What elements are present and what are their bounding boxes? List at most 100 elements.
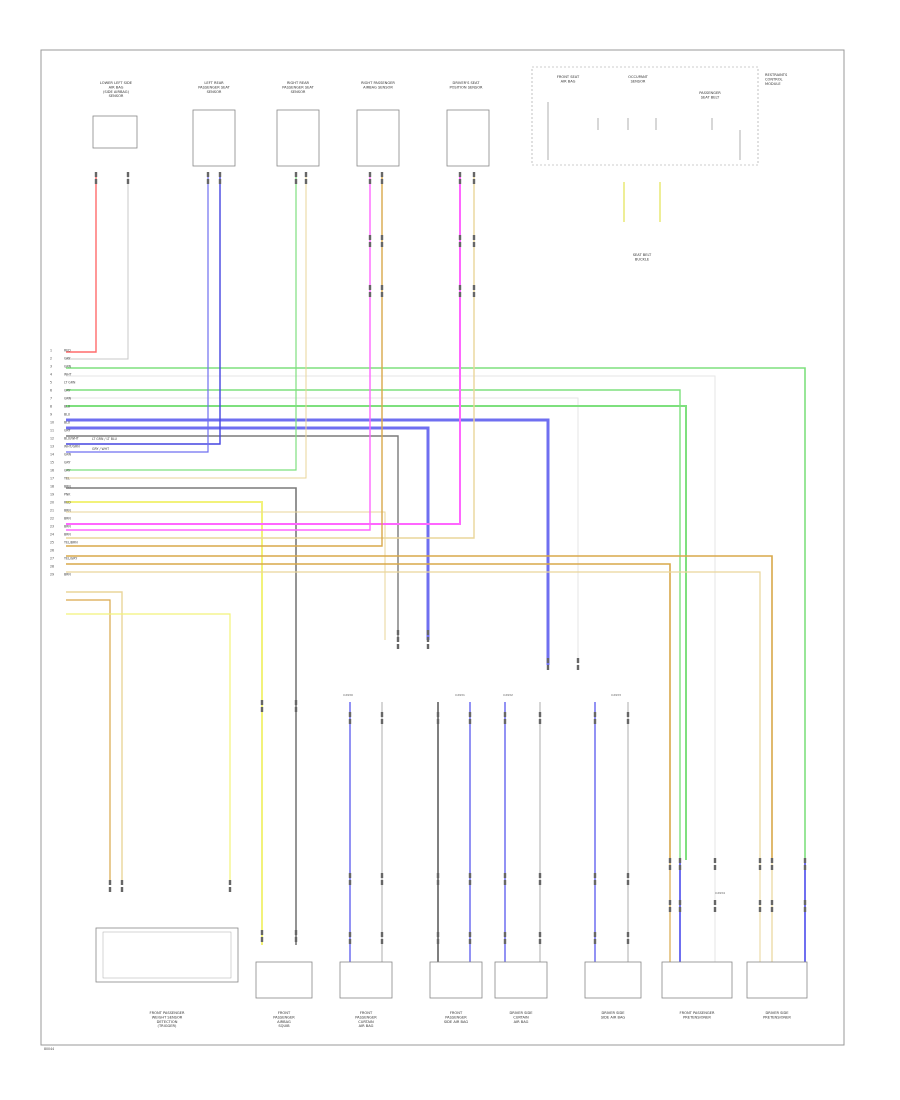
connector-pin (436, 873, 440, 878)
wire (66, 176, 297, 471)
connector-pin (472, 235, 476, 240)
wire (66, 487, 297, 945)
bottom-component-label-line: DRIVER SIDE (509, 1011, 533, 1015)
pin-color-label: WHT/GRN (64, 445, 80, 449)
connector-pin (593, 873, 597, 878)
wire (66, 591, 123, 880)
airbag-box (339, 961, 393, 999)
connector-pin (380, 873, 384, 878)
component-boxes (92, 109, 808, 999)
connector-label: C2933 (611, 693, 621, 697)
bottom-component-label-line: PRETENSIONER (763, 1015, 791, 1019)
airbag-box (584, 961, 642, 999)
connector-pin (126, 179, 130, 184)
connector-pin (348, 712, 352, 717)
connector-pin (503, 719, 507, 724)
pin-number: 4 (50, 373, 52, 377)
connector-pin (368, 235, 372, 240)
footer-code: 80044 (44, 1047, 54, 1051)
airbag-box (746, 961, 808, 999)
connector-pin (468, 873, 472, 878)
pin-color-label: GRY (64, 461, 70, 465)
connector-pin (120, 880, 124, 885)
connector-pin (380, 292, 384, 297)
diagram-frame (40, 49, 845, 1046)
top-component-label-line: DRIVER'S SEAT (453, 81, 481, 85)
connector-pin (348, 939, 352, 944)
inset-side-label-line: CONTROL (765, 77, 783, 81)
connector-pin (380, 285, 384, 290)
connector-pin (348, 932, 352, 937)
wire (66, 176, 221, 445)
pin-color-label: GRN (64, 453, 72, 457)
pin-number: 26 (50, 549, 54, 553)
connector-pin (380, 179, 384, 184)
bottom-component-label-line: CURTAIN (358, 1020, 374, 1024)
connector-pin (396, 630, 400, 635)
connector-pin (668, 865, 672, 870)
connector-pin (472, 292, 476, 297)
connector-pin (380, 880, 384, 885)
top-component-label-line: POSITION SENSOR (449, 85, 483, 89)
wire (66, 172, 97, 353)
connector-pin (713, 907, 717, 912)
connector-pin (538, 719, 542, 724)
connector-pin (538, 939, 542, 944)
pin-color-label: GRN (64, 397, 72, 401)
pin-number: 29 (50, 573, 54, 577)
connector-pin (576, 665, 580, 670)
pin-number: 11 (50, 429, 54, 433)
bottom-component-label-line: DETECTION (157, 1020, 178, 1024)
wire (66, 176, 383, 547)
pin-color-label: GRY (64, 357, 70, 361)
inset-label-line: AIR BAG (561, 79, 576, 83)
connector-pin (626, 719, 630, 724)
pin-color-label: RED (64, 349, 71, 353)
connector-pin (260, 930, 264, 935)
top-component-label-line: RIGHT REAR (287, 81, 310, 85)
connector-pin (380, 172, 384, 177)
pin-color-label: BRN (64, 525, 71, 529)
pin-color-label: GRY (64, 429, 70, 433)
pin-color-label: BRN (64, 533, 71, 537)
pin-color-label: GRY (64, 469, 70, 473)
pin-color-label: RED (64, 501, 71, 505)
bottom-component-label-line: FRONT (450, 1011, 463, 1015)
pin-color-label: BLU/WHT (64, 437, 79, 441)
wire (66, 571, 761, 860)
wire (66, 563, 671, 860)
bottom-component-label-line: SIDE AIR BAG (601, 1015, 626, 1019)
pin-number: 8 (50, 405, 52, 409)
connector-pin (678, 858, 682, 863)
inset-frame (531, 66, 759, 166)
inset-side-label-line: RESTRAINTS (765, 73, 788, 77)
bottom-component-label-line: PASSENGER (355, 1015, 377, 1019)
connector-pin (468, 719, 472, 724)
connector-pin (758, 907, 762, 912)
connector-pin (758, 865, 762, 870)
bottom-component-label-line: PASSENGER (273, 1015, 295, 1019)
connector-pin (380, 939, 384, 944)
connector-pin (803, 900, 807, 905)
connector-pin (770, 858, 774, 863)
pin-color-label: BLU (64, 413, 71, 417)
connector-pin (678, 907, 682, 912)
splice-label: GRY / WHT (92, 447, 109, 451)
connector-pin (260, 937, 264, 942)
pin-color-label: YEL/GRY (64, 557, 77, 561)
pin-color-label: BLU (64, 421, 71, 425)
inset-label-line: OCCUPANT (628, 75, 649, 79)
connector-pin (503, 712, 507, 717)
inset-label-line: SENSOR (631, 79, 646, 83)
connector-pin (436, 932, 440, 937)
